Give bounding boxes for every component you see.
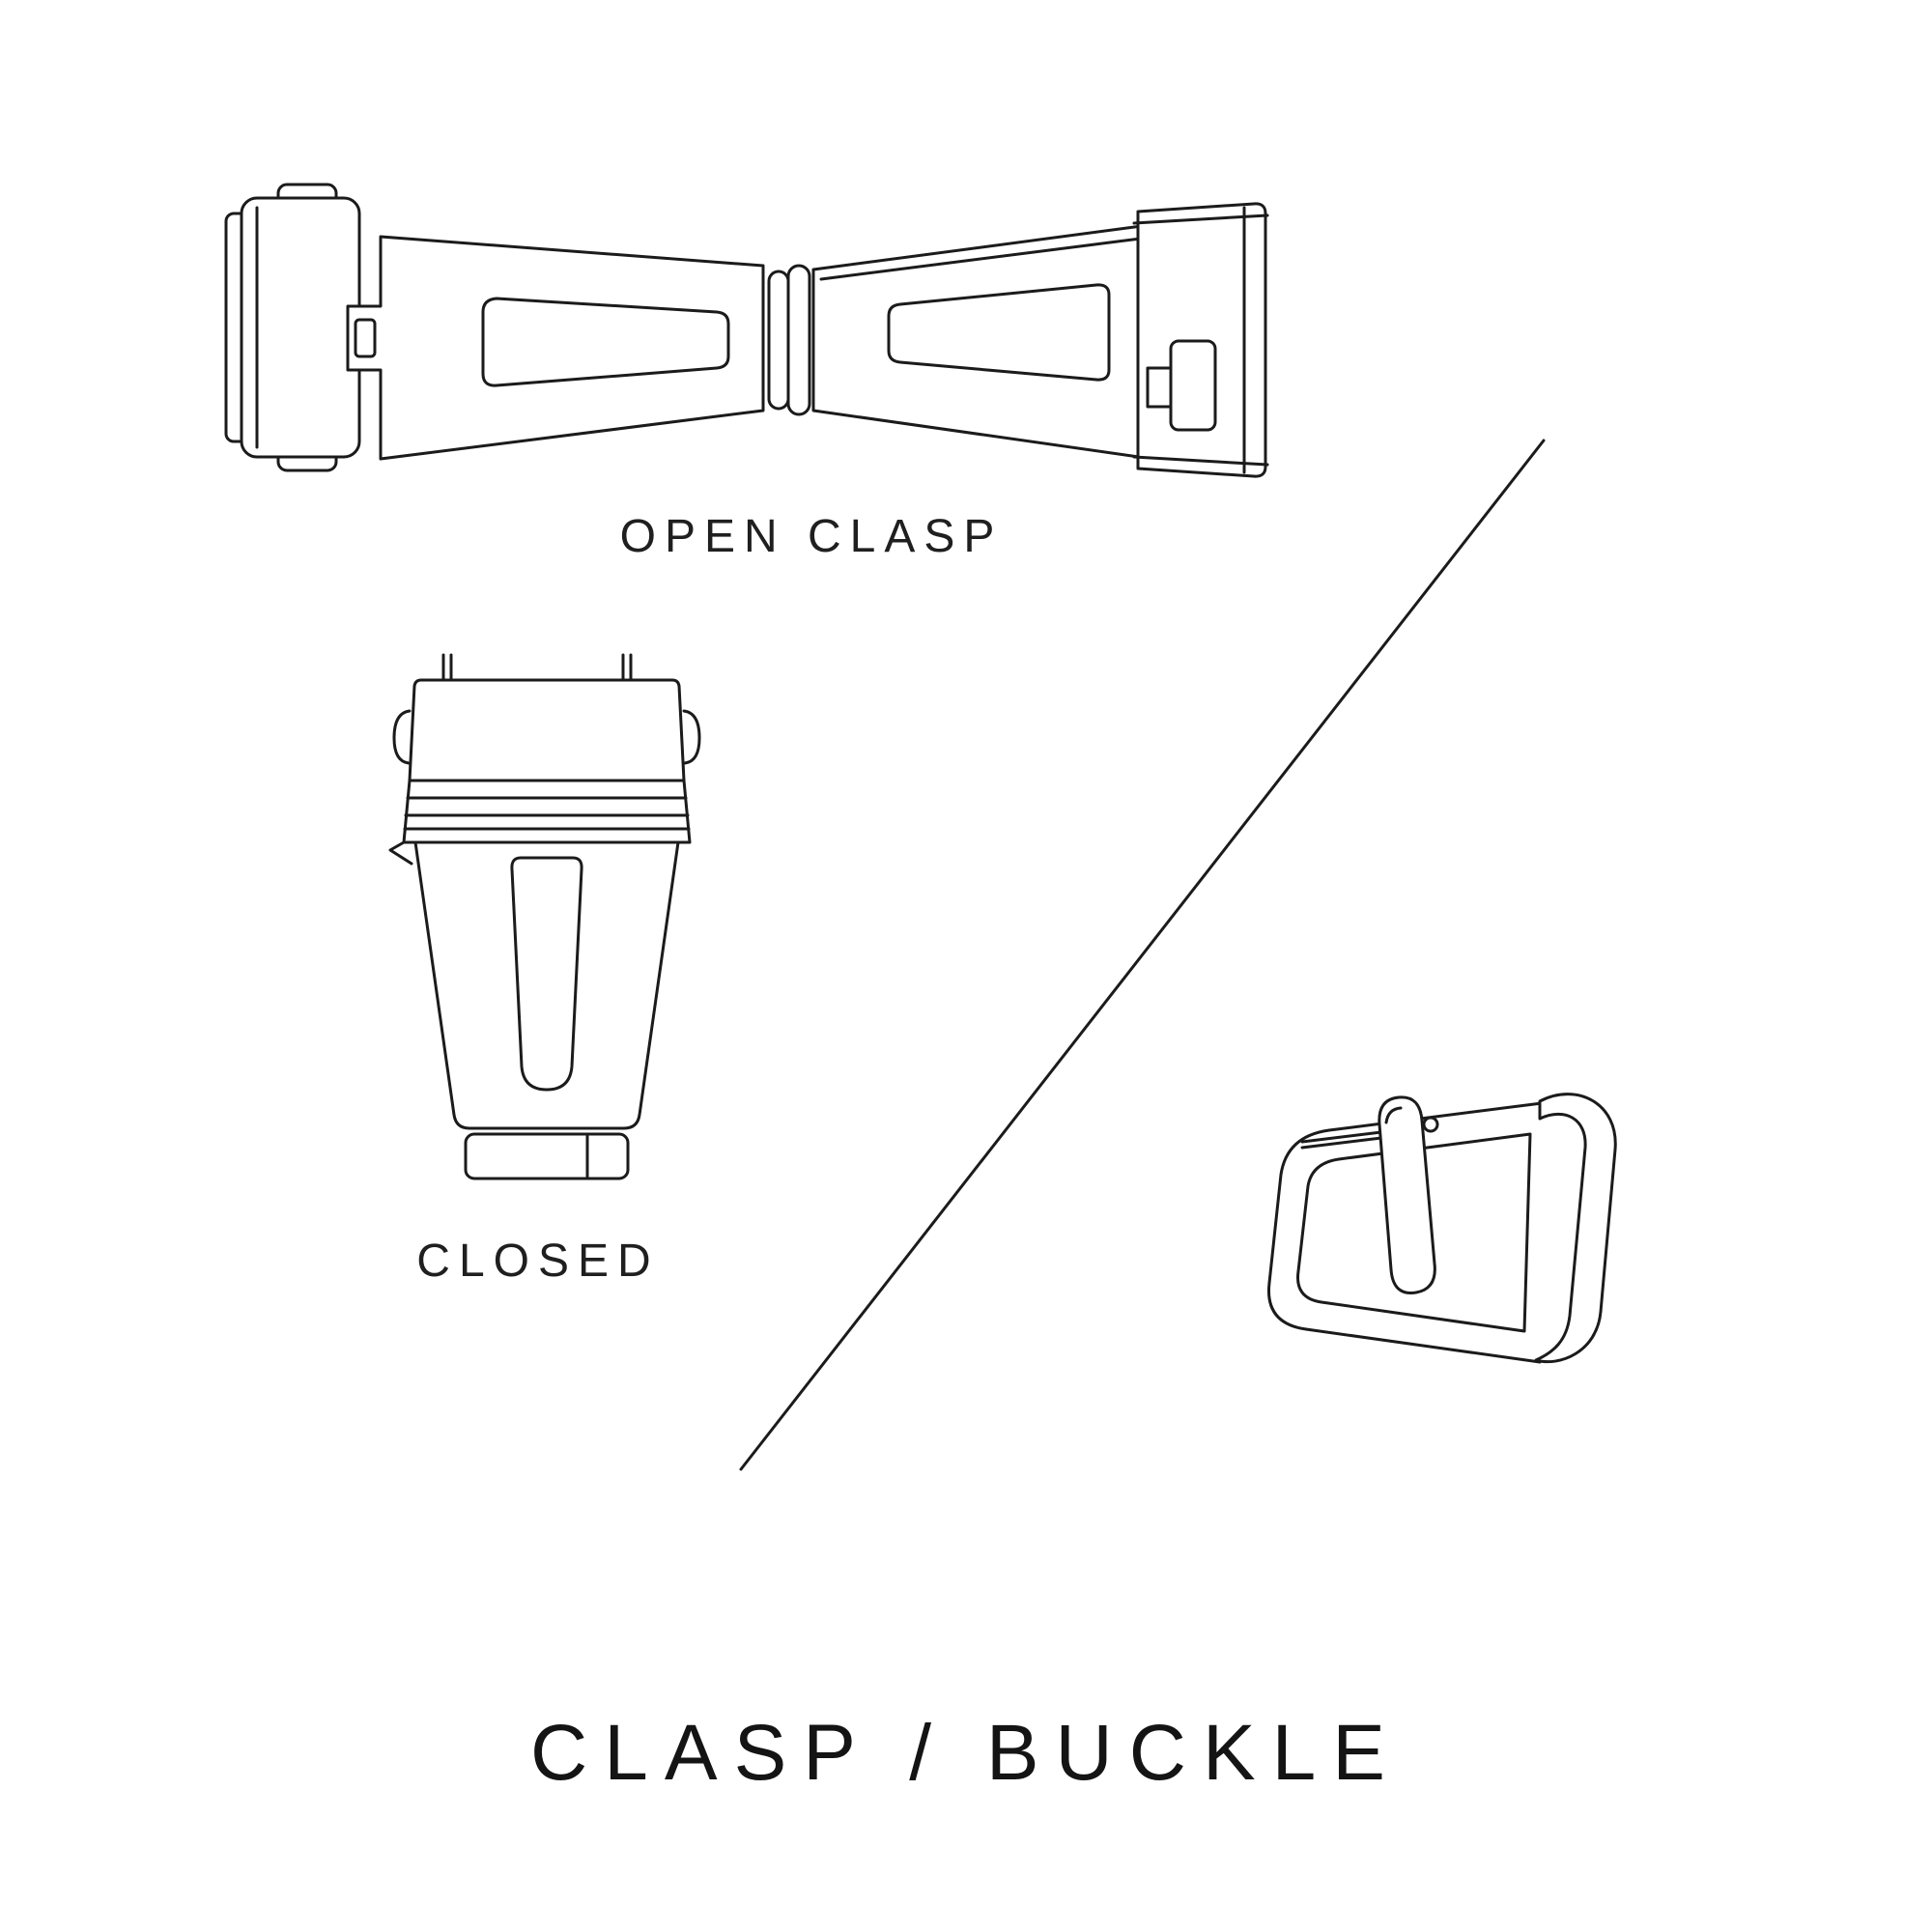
closed-clasp-label: CLOSED xyxy=(416,1236,660,1287)
buckle-right-slab xyxy=(1534,1093,1617,1364)
open-clasp-line-drawing xyxy=(224,183,1269,478)
page-title: CLASP / BUCKLE xyxy=(530,1709,1402,1797)
open-clasp-label: OPEN CLASP xyxy=(619,511,1004,562)
closed-clasp-top-block xyxy=(392,678,701,782)
buckle-illustration xyxy=(1235,1080,1650,1418)
open-clasp-illustration xyxy=(222,179,1314,502)
open-clasp-right-end-piece xyxy=(1132,202,1269,478)
open-clasp-left-blade xyxy=(346,235,765,461)
closed-clasp-band xyxy=(388,779,692,866)
tang-buckle-line-drawing xyxy=(1266,1093,1617,1364)
open-clasp-right-blade xyxy=(811,217,1195,467)
open-clasp-left-end-link xyxy=(224,183,361,472)
buckle-frame xyxy=(1266,1101,1544,1364)
buckle-tang xyxy=(1378,1095,1439,1294)
closed-clasp-line-drawing xyxy=(388,653,701,1180)
closed-clasp-illustration xyxy=(383,653,711,1194)
open-clasp-center-hinge xyxy=(767,264,811,416)
closed-clasp-base xyxy=(464,1132,630,1180)
closed-clasp-prongs xyxy=(441,653,633,682)
closed-clasp-body xyxy=(413,840,680,1130)
